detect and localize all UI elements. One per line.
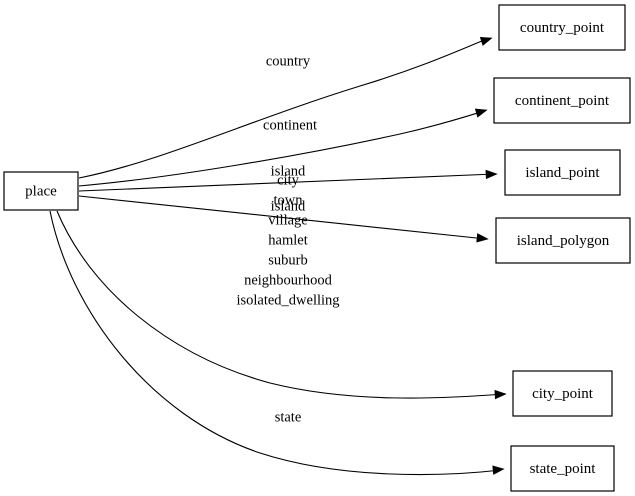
node-label-country_point: country_point [520,20,605,36]
edges-layer [49,34,507,476]
arrow-head-icon-place-to-state_point [492,465,505,475]
nodes-layer: place country_point continent_point island_… [3,4,631,492]
edge-place-to-island_polygon[interactable] [78,195,489,243]
edge-line-place-to-island_point[interactable] [78,173,496,192]
edge-label-place-to-city_point-4: suburb [268,252,307,268]
edge-label-place-to-island_point-0: island [271,163,306,179]
edge-line-place-to-country_point[interactable] [78,37,490,179]
arrow-head-icon-place-to-country_point [479,37,493,46]
edge-place-to-city_point[interactable] [56,210,507,400]
edge-label-place-to-city_point-0: city [277,172,299,188]
node-label-state_point: state_point [530,461,597,477]
node-place[interactable]: place [3,171,79,211]
edge-line-place-to-city_point[interactable] [56,210,504,399]
edge-label-place-to-city_point-2: village [268,212,307,228]
node-label-city_point: city_point [532,386,594,402]
edge-place-to-continent_point[interactable] [78,106,488,187]
node-box-place[interactable] [3,171,79,211]
arrow-head-icon-place-to-island_point [485,169,498,180]
arrow-head-icon-place-to-city_point [494,389,507,400]
edge-label-place-to-island_polygon-0: island [271,198,306,214]
node-island_polygon[interactable]: island_polygon [495,217,631,264]
node-label-island_polygon: island_polygon [517,233,610,249]
node-box-country_point[interactable] [498,4,626,51]
edge-place-to-island_point[interactable] [78,169,498,192]
edge-label-place-to-city_point-3: hamlet [268,232,307,248]
node-box-island_polygon[interactable] [495,217,631,264]
node-label-continent_point: continent_point [515,93,610,109]
edge-label-place-to-city_point-1: town [274,192,304,208]
edge-label-place-to-city_point-6: isolated_dwelling [236,292,339,308]
edge-line-place-to-continent_point[interactable] [78,110,485,187]
node-city_point[interactable]: city_point [512,370,613,417]
edge-label-place-to-country_point-0: country [266,53,311,69]
edge-labels-layer: countrycontinentislandislandcitytownvill… [236,53,339,425]
edge-line-place-to-state_point[interactable] [49,210,502,476]
node-box-continent_point[interactable] [493,77,631,124]
arrow-head-icon-place-to-island_polygon [476,233,489,243]
node-state_point[interactable]: state_point [510,445,615,492]
edge-label-place-to-city_point-5: neighbourhood [244,272,333,288]
node-box-state_point[interactable] [510,445,615,492]
node-box-island_point[interactable] [504,149,621,196]
node-island_point[interactable]: island_point [504,149,621,196]
edge-line-place-to-island_polygon[interactable] [78,195,487,240]
node-label-place: place [25,183,57,199]
node-continent_point[interactable]: continent_point [493,77,631,124]
edge-place-to-country_point[interactable] [78,34,493,179]
node-box-city_point[interactable] [512,370,613,417]
edge-place-to-state_point[interactable] [49,210,505,476]
arrow-head-icon-place-to-continent_point [474,108,488,118]
edge-label-place-to-continent_point-0: continent [263,117,317,133]
node-label-island_point: island_point [525,165,600,181]
edge-label-place-to-state_point-0: state [275,409,302,425]
node-country_point[interactable]: country_point [498,4,626,51]
